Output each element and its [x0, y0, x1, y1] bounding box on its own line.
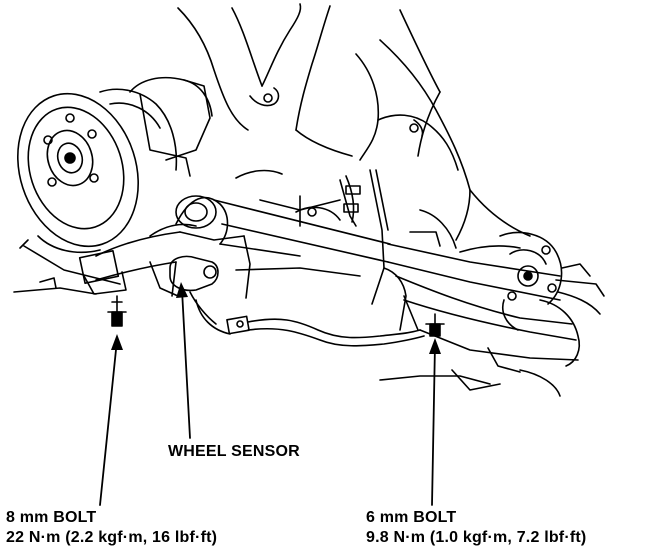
leader-wheel-sensor: [181, 289, 191, 439]
left-bolt-torque: 22 N·m (2.2 kgf·m, 16 lbf·ft): [6, 529, 218, 546]
wheel-sensor-body: [169, 255, 250, 335]
trailing-arm: [78, 195, 391, 299]
leader-right-bolt: [431, 343, 436, 506]
sensor-harness: [247, 169, 425, 347]
leader-lines: [99, 289, 436, 506]
brake-drum-hub: [13, 76, 213, 295]
right-hub-assembly: [499, 231, 605, 367]
arrow-wheel-sensor: [176, 282, 188, 298]
left-bolt-size: 8 mm BOLT: [6, 509, 97, 526]
right-bolt-6mm: [425, 313, 445, 337]
right-bolt-size: 6 mm BOLT: [366, 509, 457, 526]
leader-arrowheads: [111, 282, 441, 354]
right-bolt-torque: 9.8 N·m (1.0 kgf·m, 7.2 lbf·ft): [366, 529, 587, 546]
left-bolt-8mm: [107, 295, 127, 327]
arrow-left-bolt: [111, 334, 123, 350]
left-bolt-callout: 8 mm BOLT 22 N·m (2.2 kgf·m, 16 lbf·ft): [6, 508, 217, 548]
leader-left-bolt: [99, 339, 118, 506]
wheel-sensor-text: WHEEL SENSOR: [168, 443, 300, 460]
body-panel-outlines: [177, 3, 531, 237]
wheel-sensor-label: WHEEL SENSOR: [168, 442, 300, 462]
subframe-crossmember: [379, 91, 579, 397]
arrow-right-bolt: [429, 338, 441, 354]
right-bolt-callout: 6 mm BOLT 9.8 N·m (1.0 kgf·m, 7.2 lbf·ft…: [366, 508, 586, 548]
